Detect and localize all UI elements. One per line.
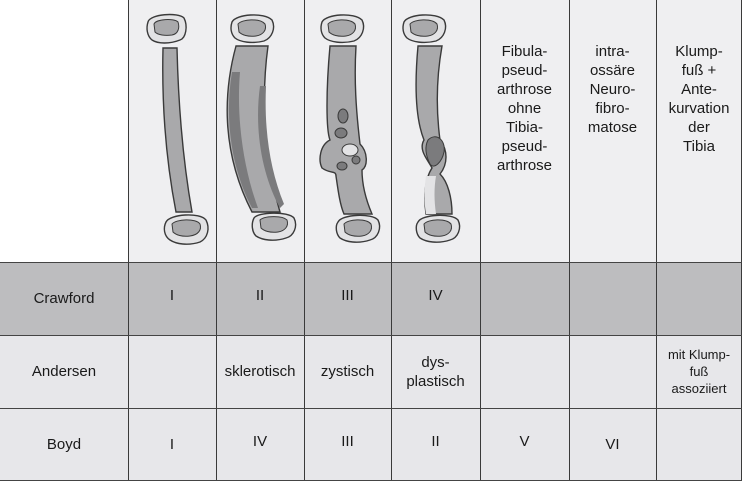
grid-line	[216, 0, 217, 481]
grid-line	[391, 0, 392, 481]
grid-line	[0, 408, 742, 409]
grid-line	[569, 0, 570, 481]
bone-illustrations	[146, 13, 461, 245]
boyd-cell-1: I	[128, 408, 216, 481]
row-label-crawford: Crawford	[0, 262, 128, 335]
boyd-cell-3: III	[304, 408, 391, 481]
andersen-cell-6	[569, 335, 656, 408]
crawford-cell-3: III	[304, 262, 391, 335]
bone-type-1-illustration	[146, 13, 209, 245]
crawford-cell-2: II	[216, 262, 304, 335]
boyd-cell-5: V	[480, 408, 569, 481]
bone-type-2-illustration	[226, 14, 297, 241]
row-label-andersen: Andersen	[0, 335, 128, 408]
grid-line	[304, 0, 305, 481]
grid-line	[0, 262, 742, 263]
andersen-cell-1	[128, 335, 216, 408]
bone-type-3-illustration	[319, 14, 381, 243]
crawford-cell-5	[480, 262, 569, 335]
boyd-cell-6: VI	[569, 408, 656, 481]
andersen-cell-4: dys- plastisch	[391, 335, 480, 408]
grid-line	[480, 0, 481, 481]
crawford-cell-1: I	[128, 262, 216, 335]
grid-line	[656, 0, 657, 481]
grid-line	[128, 0, 129, 481]
andersen-cell-7: mit Klump- fuß assoziiert	[656, 335, 742, 408]
corner-cell	[0, 0, 128, 262]
bone-type-4-illustration	[402, 14, 461, 243]
row-label-boyd: Boyd	[0, 408, 128, 481]
andersen-cell-5	[480, 335, 569, 408]
crawford-cell-4: IV	[391, 262, 480, 335]
header-fibula-pseudarthrose: Fibula- pseud- arthrose ohne Tibia- pseu…	[480, 0, 569, 262]
crawford-cell-7	[656, 262, 742, 335]
grid-line	[0, 335, 742, 336]
header-klumpfuss-antekurvation: Klump- fuß + Ante- kurvation der Tibia	[656, 0, 742, 262]
crawford-cell-6	[569, 262, 656, 335]
boyd-cell-7	[656, 408, 742, 481]
boyd-cell-4: II	[391, 408, 480, 481]
header-neurofibromatose: intra- ossäre Neuro- fibro- matose	[569, 0, 656, 262]
andersen-cell-2: sklerotisch	[216, 335, 304, 408]
boyd-cell-2: IV	[216, 408, 304, 481]
andersen-cell-3: zystisch	[304, 335, 391, 408]
